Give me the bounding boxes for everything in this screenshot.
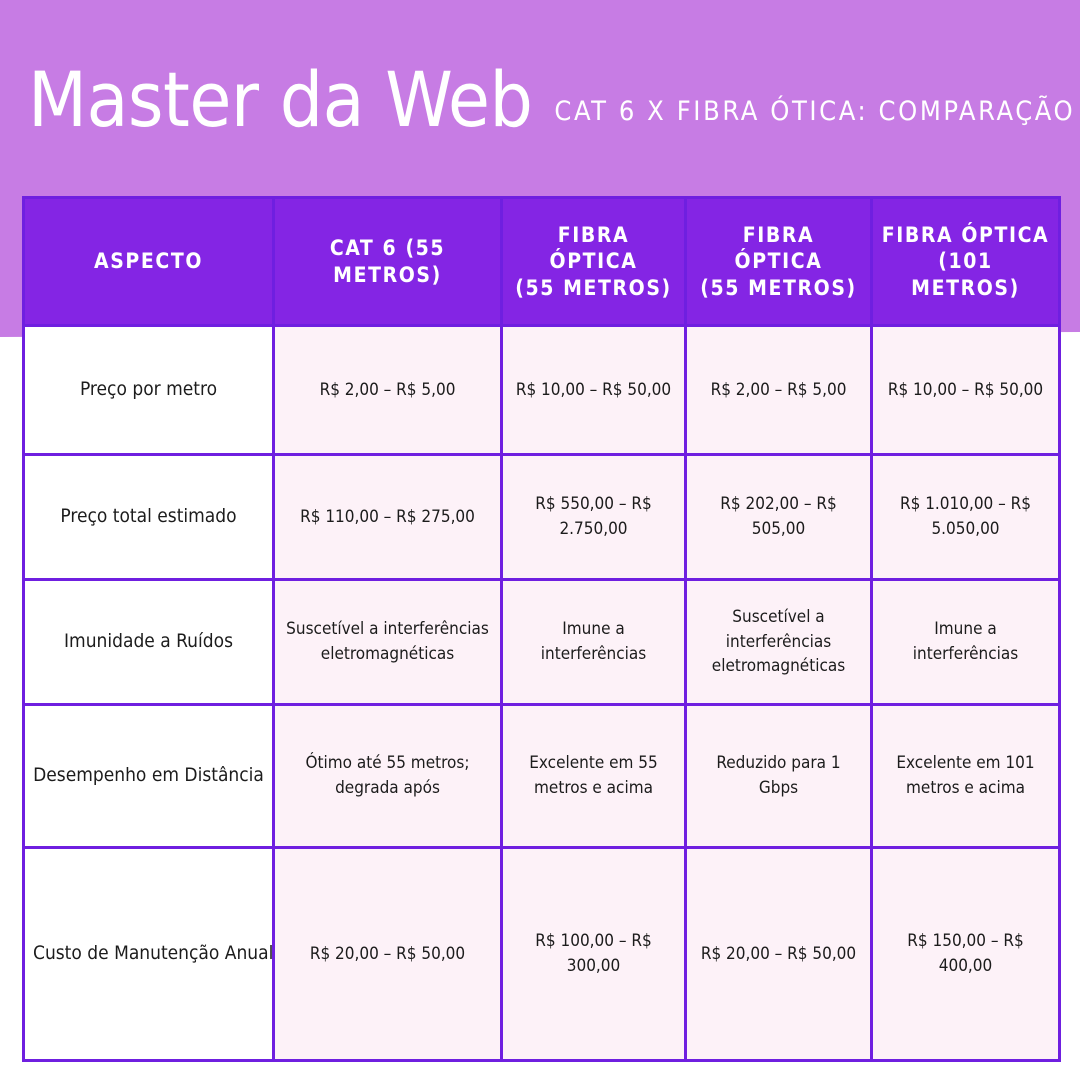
table-row: Desempenho em Distância Ótimo até 55 met… xyxy=(22,703,1061,849)
table-body: Preço por metro R$ 2,00 – R$ 5,00 R$ 10,… xyxy=(22,324,1061,1062)
column-header-line: FIBRA ÓPTICA xyxy=(734,223,823,274)
column-header-line: CAT 6 (55 METROS) xyxy=(329,236,446,287)
table-cell: R$ 150,00 – R$ 400,00 xyxy=(870,846,1061,1062)
table-cell: R$ 550,00 – R$ 2.750,00 xyxy=(500,453,687,581)
table-cell: R$ 2,00 – R$ 5,00 xyxy=(272,324,503,456)
table-header: ASPECTO CAT 6 (55 METROS) FIBRA ÓPTICA (… xyxy=(22,196,1061,327)
table-cell: Excelente em 55 metros e acima xyxy=(500,703,687,849)
row-aspect-label: Preço total estimado xyxy=(22,453,275,581)
table-row: Imunidade a Ruídos Suscetível a interfer… xyxy=(22,578,1061,706)
column-header-line: (101 METROS) xyxy=(911,249,1020,300)
table-cell: Imune a interferências xyxy=(870,578,1061,706)
table-cell: R$ 10,00 – R$ 50,00 xyxy=(870,324,1061,456)
table-row: Preço por metro R$ 2,00 – R$ 5,00 R$ 10,… xyxy=(22,324,1061,456)
table-cell: R$ 2,00 – R$ 5,00 xyxy=(684,324,873,456)
comparison-table-wrap: ASPECTO CAT 6 (55 METROS) FIBRA ÓPTICA (… xyxy=(22,196,1061,1062)
comparison-table: ASPECTO CAT 6 (55 METROS) FIBRA ÓPTICA (… xyxy=(22,196,1061,1062)
table-cell: R$ 10,00 – R$ 50,00 xyxy=(500,324,687,456)
title-block: Master da Web CAT 6 X FIBRA ÓTICA: COMPA… xyxy=(28,62,1075,138)
column-header-fibra-55m-b: FIBRA ÓPTICA (55 METROS) xyxy=(684,196,873,327)
table-cell: Excelente em 101 metros e acima xyxy=(870,703,1061,849)
table-cell: R$ 202,00 – R$ 505,00 xyxy=(684,453,873,581)
brand-title: Master da Web xyxy=(28,55,533,144)
column-header-line: FIBRA ÓPTICA xyxy=(881,223,1050,248)
table-cell: R$ 20,00 – R$ 50,00 xyxy=(684,846,873,1062)
row-aspect-label: Preço por metro xyxy=(22,324,275,456)
table-cell: Ótimo até 55 metros; degrada após xyxy=(272,703,503,849)
column-header-fibra-101m: FIBRA ÓPTICA (101 METROS) xyxy=(870,196,1061,327)
column-header-aspecto: ASPECTO xyxy=(22,196,275,327)
column-header-fibra-55m-a: FIBRA ÓPTICA (55 METROS) xyxy=(500,196,687,327)
table-cell: R$ 1.010,00 – R$ 5.050,00 xyxy=(870,453,1061,581)
header-row: ASPECTO CAT 6 (55 METROS) FIBRA ÓPTICA (… xyxy=(22,196,1061,327)
table-cell: R$ 100,00 – R$ 300,00 xyxy=(500,846,687,1062)
column-header-line: ASPECTO xyxy=(94,249,203,274)
row-aspect-label: Imunidade a Ruídos xyxy=(22,578,275,706)
row-aspect-label: Custo de Manutenção Anual xyxy=(22,846,275,1062)
page-subtitle: CAT 6 X FIBRA ÓTICA: COMPARAÇÃO xyxy=(554,96,1076,127)
table-cell: Reduzido para 1 Gbps xyxy=(684,703,873,849)
table-cell: R$ 110,00 – R$ 275,00 xyxy=(272,453,503,581)
column-header-line: FIBRA ÓPTICA xyxy=(549,223,638,274)
column-header-line: (55 METROS) xyxy=(700,275,857,300)
table-row: Preço total estimado R$ 110,00 – R$ 275,… xyxy=(22,453,1061,581)
table-cell: Suscetível a interferências eletromagnét… xyxy=(684,578,873,706)
table-cell: Imune a interferências xyxy=(500,578,687,706)
table-cell: Suscetível a interferências eletromagnét… xyxy=(272,578,503,706)
table-cell: R$ 20,00 – R$ 50,00 xyxy=(272,846,503,1062)
table-row: Custo de Manutenção Anual R$ 20,00 – R$ … xyxy=(22,846,1061,1062)
row-aspect-label: Desempenho em Distância xyxy=(22,703,275,849)
column-header-line: (55 METROS) xyxy=(515,275,672,300)
column-header-cat6-55m: CAT 6 (55 METROS) xyxy=(272,196,503,327)
